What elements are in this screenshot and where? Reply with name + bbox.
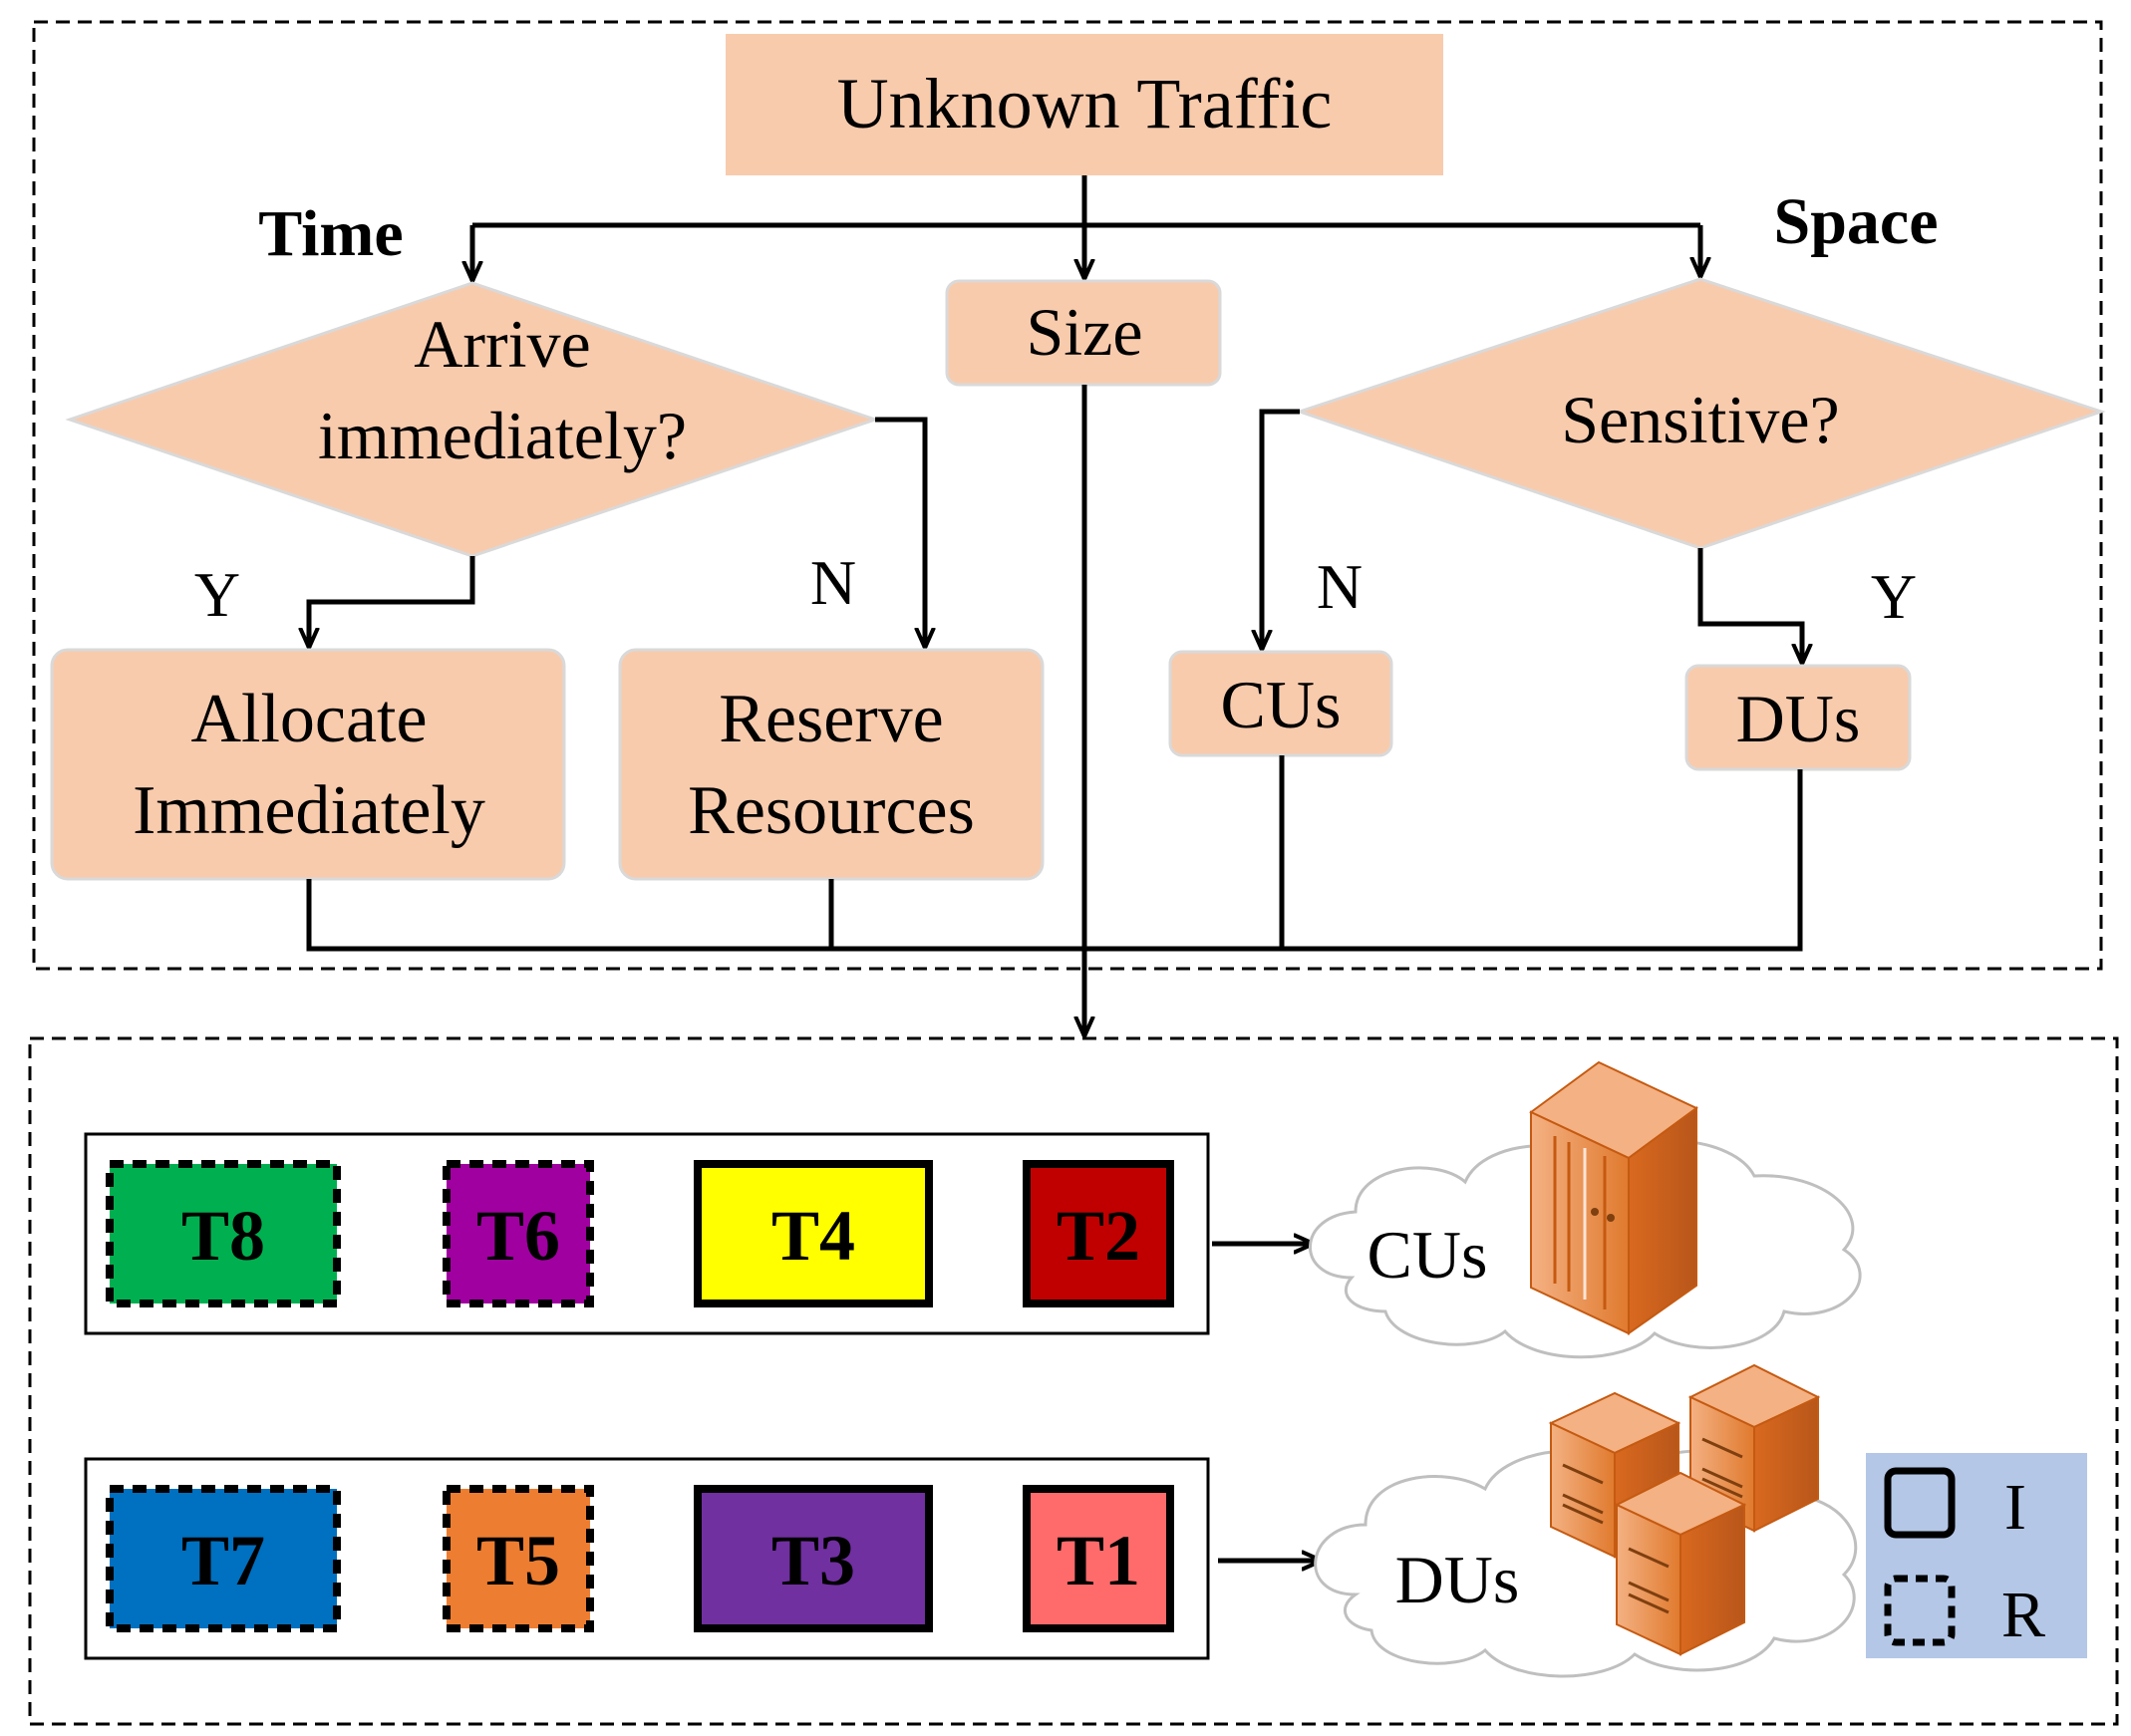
space-label: Space [1774, 185, 1939, 258]
reserve-resources-node: Reserve Resources [618, 648, 1045, 881]
du-task-label-t1: T1 [1057, 1521, 1140, 1600]
cu-task-box-t2 [1023, 1160, 1174, 1307]
flowchart-region [32, 20, 2103, 971]
arrive-yes-label: Y [194, 559, 240, 630]
du-task-t3: T3 [694, 1485, 933, 1632]
cus-node-label: CUs [1221, 667, 1342, 742]
du-task-t7: T7 [106, 1485, 341, 1632]
sensitive-decision: Sensitive? [1295, 277, 2106, 550]
cu-task-label-t4: T4 [771, 1196, 855, 1276]
sensitive-no-label: N [1317, 551, 1363, 622]
allocate-line1: Allocate [190, 681, 427, 757]
sensitive-yes-label: Y [1871, 561, 1917, 632]
cu-task-box-t6 [443, 1160, 594, 1307]
sensitive-yes-path [1697, 548, 1802, 664]
merge-line [306, 755, 1803, 952]
unknown-traffic-node: Unknown Traffic [726, 34, 1443, 175]
cu-task-box-t8 [106, 1160, 341, 1307]
arrive-no-path [875, 417, 925, 648]
cu-task-t4: T4 [694, 1160, 933, 1307]
queue-region [28, 1036, 2119, 1726]
du-task-t5: T5 [443, 1485, 594, 1632]
cu-task-label-t2: T2 [1057, 1196, 1140, 1276]
du-queue [84, 1457, 1210, 1660]
sensitive-label: Sensitive? [1561, 382, 1840, 457]
legend-immediate-swatch [1884, 1467, 1956, 1539]
arrive-line2: immediately? [318, 398, 687, 473]
cu-server-rack-icon [1529, 1060, 1698, 1335]
arrive-yes-path [309, 556, 475, 648]
arrive-line1: Arrive [414, 306, 590, 382]
du-task-list: T7 T5 T3 T1 [106, 1485, 1174, 1632]
reserve-line2: Resources [688, 772, 975, 849]
dus-node: DUs [1684, 664, 1912, 771]
cu-task-label-t6: T6 [476, 1196, 560, 1276]
du-task-box-t1 [1023, 1485, 1174, 1632]
allocate-immediately-node: Allocate Immediately [50, 648, 566, 881]
cu-cloud-label: CUs [1368, 1217, 1488, 1293]
du-task-box-t7 [106, 1485, 341, 1632]
sensitive-no-path [1262, 409, 1300, 650]
cus-node: CUs [1168, 650, 1393, 757]
du-task-t1: T1 [1023, 1485, 1174, 1632]
cu-task-t2: T2 [1023, 1160, 1174, 1307]
unknown-traffic-label: Unknown Traffic [837, 64, 1333, 144]
cu-task-t6: T6 [443, 1160, 594, 1307]
size-label: Size [1026, 294, 1142, 370]
du-task-label-t5: T5 [476, 1521, 560, 1600]
legend-immediate-label: I [2004, 1471, 2026, 1544]
cu-task-t8: T8 [106, 1160, 341, 1307]
size-node: Size [945, 279, 1222, 387]
dus-node-label: DUs [1736, 681, 1861, 756]
arrive-immediately-decision: Arrive immediately? [65, 281, 880, 558]
cu-task-label-t8: T8 [181, 1196, 265, 1276]
arrive-no-label: N [810, 547, 856, 618]
legend-reserve-label: R [2001, 1579, 2045, 1651]
cu-task-list: T8 T6 T4 T2 [106, 1160, 1174, 1307]
time-label: Time [258, 197, 403, 270]
du-cloud-label: DUs [1395, 1542, 1520, 1617]
cu-task-box-t4 [694, 1160, 933, 1307]
legend-reserve-swatch [1884, 1575, 1956, 1646]
du-task-box-t5 [443, 1485, 594, 1632]
du-task-label-t3: T3 [771, 1521, 855, 1600]
du-server-icon-3 [1614, 1471, 1747, 1656]
reserve-line1: Reserve [719, 681, 943, 757]
du-task-label-t7: T7 [181, 1521, 265, 1600]
du-task-box-t3 [694, 1485, 933, 1632]
allocate-line2: Immediately [133, 772, 485, 849]
cu-queue [84, 1132, 1210, 1335]
legend: I R [1866, 1453, 2087, 1658]
